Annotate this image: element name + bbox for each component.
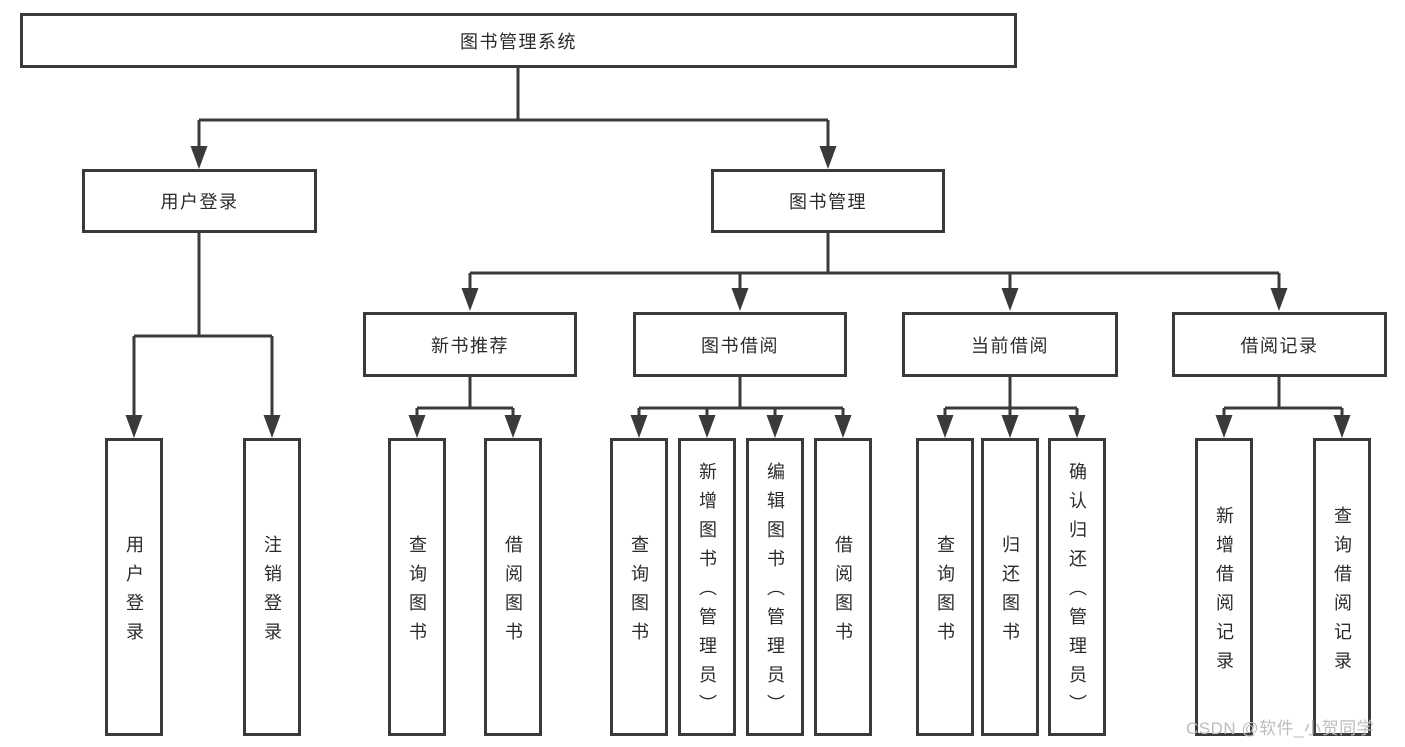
node-user-login: 用户登录 — [82, 169, 317, 233]
node-root-label: 图书管理系统 — [460, 31, 577, 52]
node-book-management-label: 图书管理 — [789, 192, 867, 212]
leaf-current-return-label: 归还图书 — [1000, 534, 1020, 651]
leaf-user-login-label: 用户登录 — [124, 534, 144, 651]
node-current-borrow-label: 当前借阅 — [971, 335, 1049, 356]
leaf-current-confirm-admin: 确认归还（管理员） — [1048, 438, 1106, 736]
leaf-bookborrow-edit-admin-label: 编辑图书（管理员） — [765, 462, 785, 723]
leaf-bookborrow-borrow-label: 借阅图书 — [833, 534, 853, 651]
leaf-bookborrow-query: 查询图书 — [610, 438, 668, 736]
leaf-logout-label: 注销登录 — [262, 534, 282, 651]
leaf-records-query-label: 查询借阅记录 — [1332, 505, 1352, 680]
leaf-bookborrow-query-label: 查询图书 — [629, 534, 649, 651]
leaf-logout: 注销登录 — [243, 438, 301, 736]
leaf-records-add-label: 新增借阅记录 — [1214, 505, 1234, 680]
leaf-user-login: 用户登录 — [105, 438, 163, 736]
leaf-records-query: 查询借阅记录 — [1313, 438, 1371, 736]
leaf-current-return: 归还图书 — [981, 438, 1039, 736]
node-new-book-recommend: 新书推荐 — [363, 312, 577, 377]
leaf-current-query: 查询图书 — [916, 438, 974, 736]
node-book-borrow: 图书借阅 — [633, 312, 847, 377]
leaf-records-add: 新增借阅记录 — [1195, 438, 1253, 736]
leaf-newbook-query-label: 查询图书 — [407, 534, 427, 651]
leaf-newbook-query: 查询图书 — [388, 438, 446, 736]
edge-paths — [132, 68, 1344, 421]
node-new-book-recommend-label: 新书推荐 — [431, 335, 509, 356]
node-current-borrow: 当前借阅 — [902, 312, 1118, 377]
node-book-management: 图书管理 — [711, 169, 945, 233]
leaf-newbook-borrow-label: 借阅图书 — [503, 534, 523, 651]
node-book-borrow-label: 图书借阅 — [701, 335, 779, 356]
leaf-current-confirm-admin-label: 确认归还（管理员） — [1067, 462, 1087, 723]
leaf-newbook-borrow: 借阅图书 — [484, 438, 542, 736]
node-borrow-records-label: 借阅记录 — [1240, 335, 1319, 356]
leaf-bookborrow-add-admin-label: 新增图书（管理员） — [697, 462, 717, 723]
node-borrow-records: 借阅记录 — [1172, 312, 1387, 377]
leaf-current-query-label: 查询图书 — [935, 534, 955, 651]
node-user-login-label: 用户登录 — [160, 192, 239, 212]
leaf-bookborrow-add-admin: 新增图书（管理员） — [678, 438, 736, 736]
arrowheads — [125, 146, 1351, 438]
leaf-bookborrow-edit-admin: 编辑图书（管理员） — [746, 438, 804, 736]
csdn-watermark: CSDN @软件_小贺同学 — [1186, 719, 1375, 738]
leaf-bookborrow-borrow: 借阅图书 — [814, 438, 872, 736]
node-root: 图书管理系统 — [20, 13, 1017, 68]
